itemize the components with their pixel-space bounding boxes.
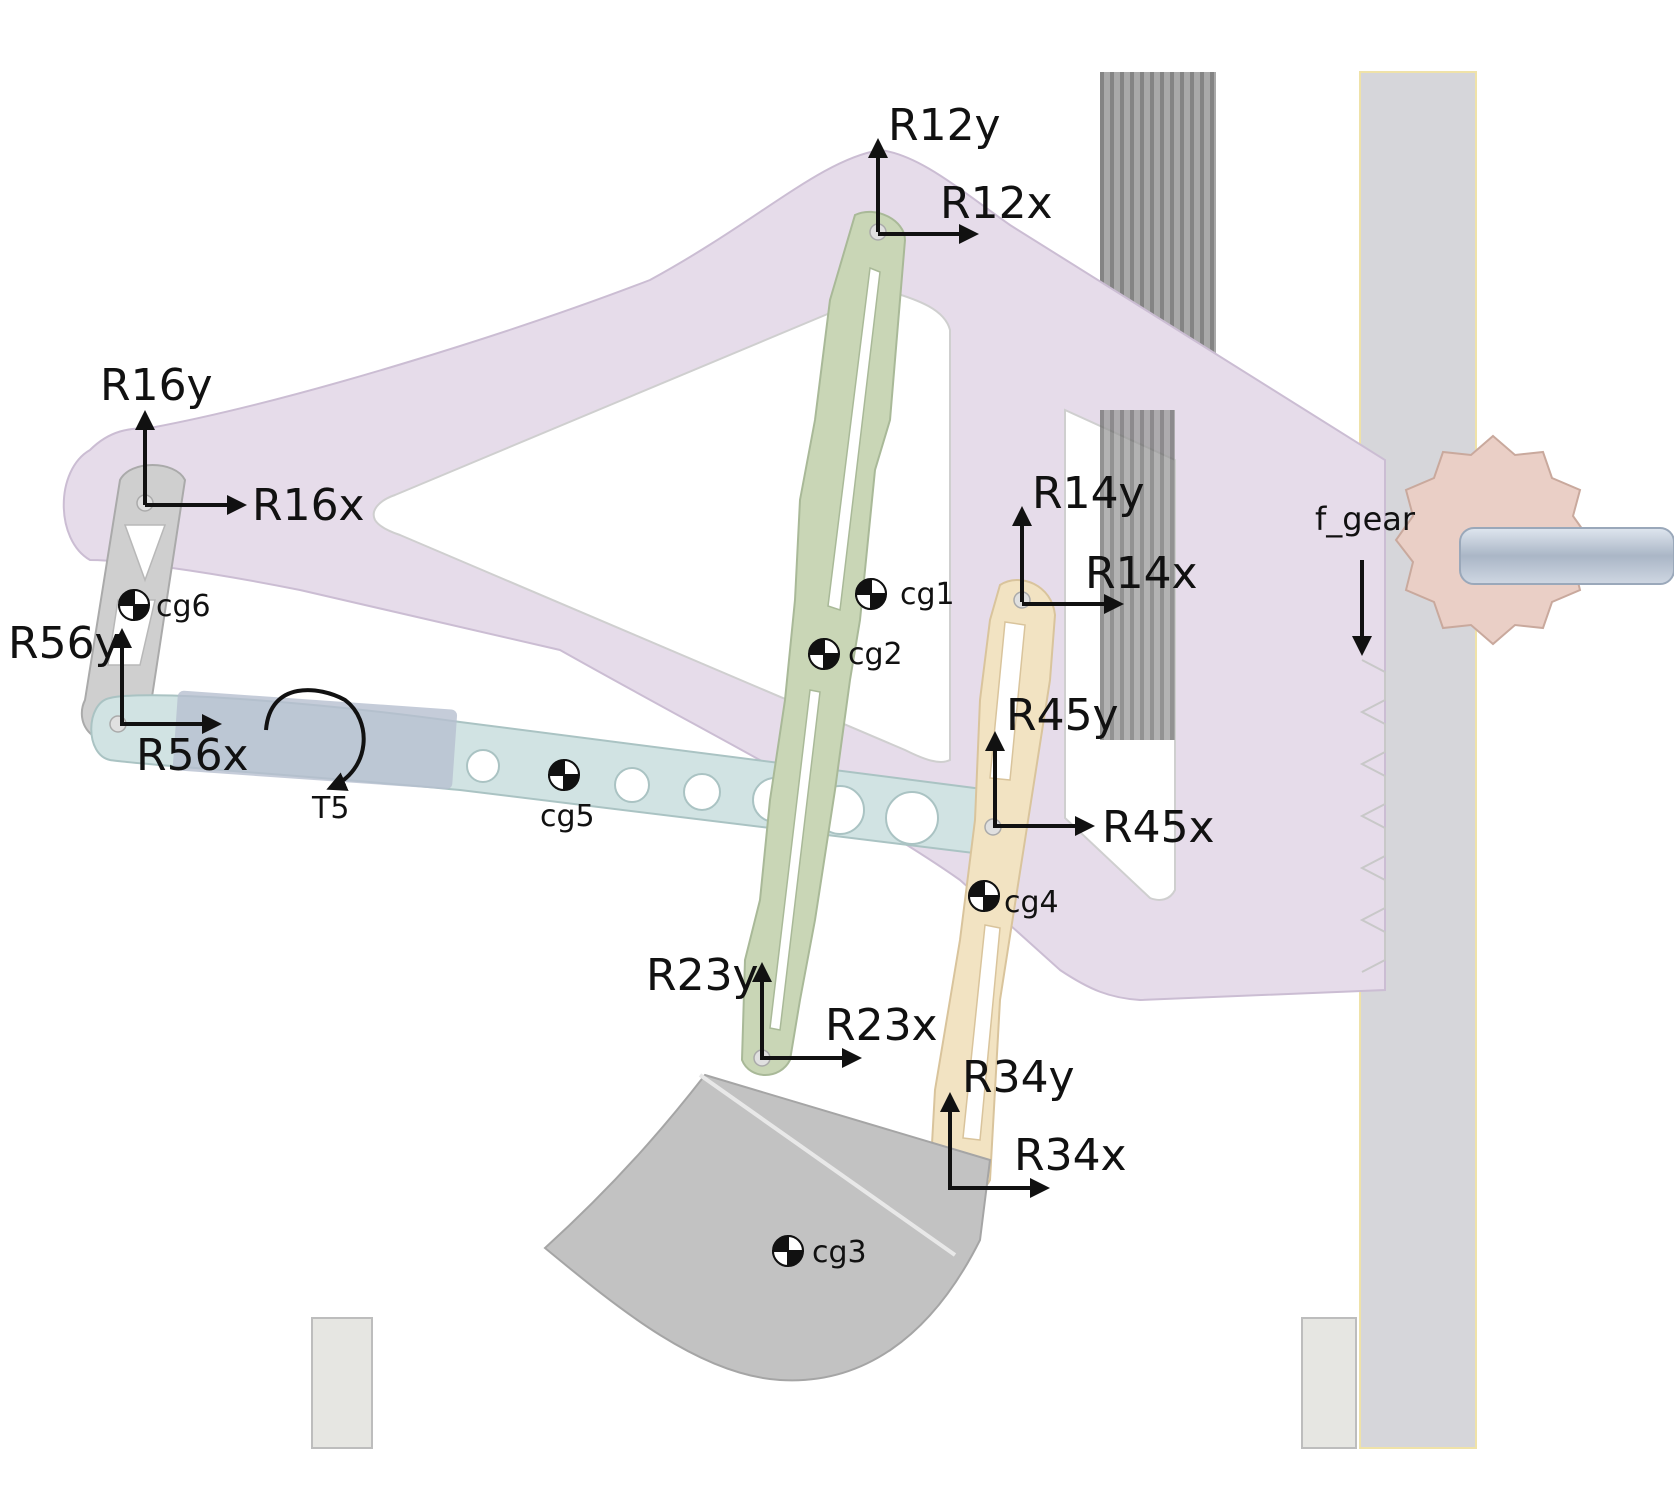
gear-assembly: [1359, 434, 1674, 973]
label-R23x: R23x: [825, 1000, 938, 1051]
label-T5: T5: [311, 791, 349, 826]
link-2-slot-lower: [769, 689, 821, 1031]
label-cg5: cg5: [540, 799, 595, 834]
drive-shaft: [1459, 527, 1674, 585]
cg-labels: cg1 cg2 cg3 cg4 cg5 cg6: [156, 577, 1059, 1270]
force-labels: R12y R12x R16y R16x R14y R14x R45y R45x …: [8, 100, 1416, 1181]
label-R16x: R16x: [252, 480, 365, 531]
label-R45x: R45x: [1102, 802, 1215, 853]
center-of-gravity-icon: [807, 637, 841, 671]
label-cg1: cg1: [900, 577, 955, 612]
label-cg2: cg2: [848, 637, 903, 672]
center-of-gravity-icon: [854, 577, 888, 611]
label-R12y: R12y: [888, 100, 1001, 151]
bucket-edge-line: [698, 1073, 957, 1257]
link-4-slot-lower: [962, 924, 1001, 1141]
label-R56y: R56y: [8, 618, 121, 669]
lead-screw-visible: [1100, 410, 1175, 740]
label-R14x: R14x: [1085, 548, 1198, 599]
label-cg6: cg6: [156, 589, 211, 624]
background-structure: [311, 71, 1477, 1449]
right-post: [1301, 1317, 1357, 1449]
cg-markers: [117, 577, 1001, 1268]
label-cg3: cg3: [812, 1235, 867, 1270]
left-post: [311, 1317, 373, 1449]
center-of-gravity-icon: [771, 1234, 805, 1268]
label-R12x: R12x: [940, 178, 1053, 229]
link-2-slot-upper: [827, 266, 881, 612]
moment-arrow-icon: [264, 688, 366, 791]
label-R16y: R16y: [100, 360, 213, 411]
label-R56x: R56x: [136, 730, 249, 781]
link-5-actuator: [172, 690, 458, 790]
label-f-gear: f_gear: [1315, 500, 1416, 538]
label-cg4: cg4: [1004, 885, 1059, 920]
center-of-gravity-icon: [967, 879, 1001, 913]
label-R14y: R14y: [1032, 468, 1145, 519]
label-R34y: R34y: [962, 1052, 1075, 1103]
label-R45y: R45y: [1006, 690, 1119, 741]
label-R34x: R34x: [1014, 1130, 1127, 1181]
center-of-gravity-icon: [117, 588, 151, 622]
gear-rack-teeth: [1359, 659, 1386, 973]
label-R23y: R23y: [646, 950, 759, 1001]
center-of-gravity-icon: [547, 758, 581, 792]
force-arrows: [112, 138, 1372, 1198]
bucket: [543, 1073, 992, 1382]
